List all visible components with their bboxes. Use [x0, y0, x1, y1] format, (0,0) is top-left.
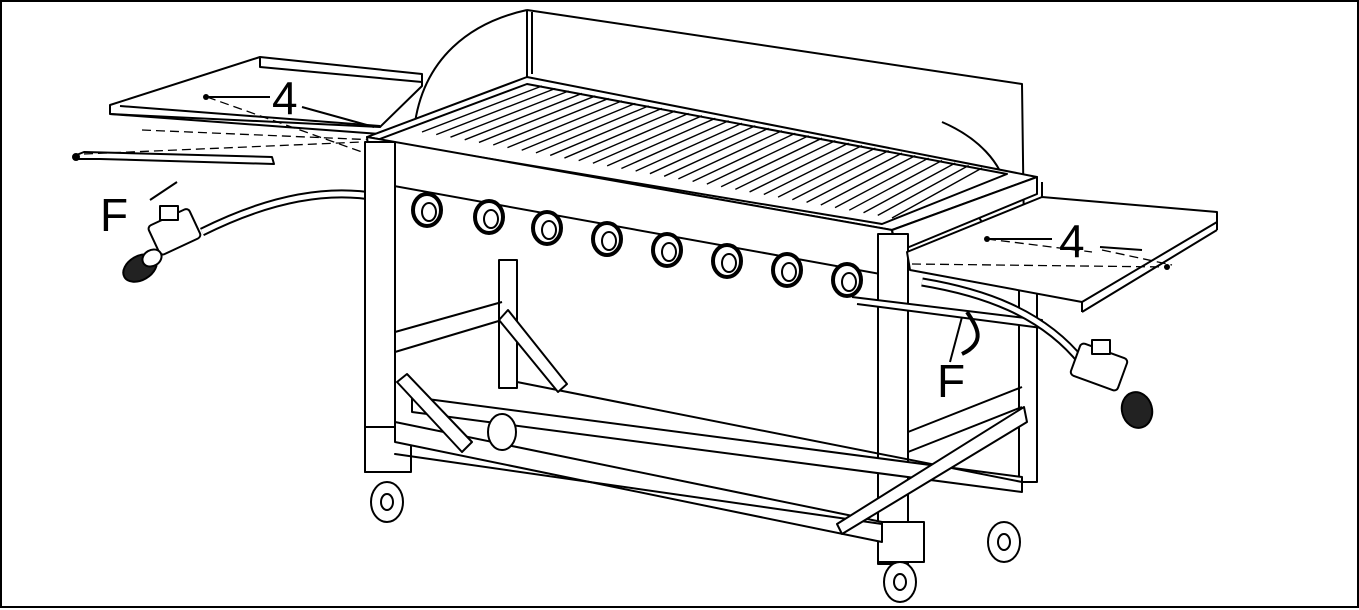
right-side-shelf [906, 182, 1218, 313]
callout-right-shelf: 4 [1059, 215, 1085, 267]
grate-bar [706, 135, 809, 185]
cart-frame [364, 141, 1038, 565]
grate-bar [578, 112, 689, 162]
grate-bar [635, 122, 743, 172]
left-side-shelf [109, 56, 423, 135]
grate-bar [663, 127, 769, 177]
left-assembly-lines [83, 96, 378, 155]
grate-bar [606, 117, 716, 167]
cart-braces [396, 309, 1028, 535]
control-knob [411, 192, 443, 228]
control-knobs [411, 192, 863, 298]
grate-bar [791, 149, 889, 201]
left-hook-part [72, 151, 275, 165]
grate-bar [720, 137, 823, 188]
grate-bar [820, 154, 916, 206]
grate-bar [621, 120, 729, 170]
callout-left-hook: F [100, 189, 129, 241]
grate-bar [507, 100, 623, 149]
grate-bar [877, 164, 970, 217]
control-knob [831, 262, 863, 298]
left-regulator [122, 205, 202, 283]
grate-bar [535, 105, 649, 154]
grate-bar [678, 130, 783, 180]
control-knob [711, 243, 743, 279]
grate-bar [464, 92, 583, 141]
callout-left-shelf: 4 [272, 72, 298, 124]
grate-bar [492, 97, 609, 146]
grate-bar [521, 102, 636, 151]
grate-bar [564, 110, 676, 159]
callout-leaders [149, 96, 1143, 363]
grate-bar [549, 107, 663, 157]
grate-bar [891, 167, 983, 219]
cooking-grate [421, 85, 983, 219]
control-knob [651, 232, 683, 268]
grate-bar [478, 95, 596, 144]
grate-bar [848, 159, 943, 211]
grate-bar [806, 152, 903, 203]
grate-bar [777, 147, 876, 198]
grate-bar [692, 132, 796, 183]
caster-wheels [370, 413, 1021, 603]
grate-bar [450, 90, 569, 138]
control-knob [531, 210, 563, 246]
right-regulator [1069, 339, 1154, 429]
grate-bar [649, 125, 756, 175]
control-knob [771, 252, 803, 288]
grate-bar [834, 157, 929, 209]
control-knob [591, 221, 623, 257]
grate-bar [421, 85, 543, 133]
grate-bar [435, 87, 556, 136]
grate-bar [763, 145, 863, 196]
grate-bar [863, 162, 956, 214]
control-knob [473, 199, 505, 235]
right-gas-hose [921, 277, 1086, 365]
right-assembly-lines [911, 238, 1173, 268]
callout-right-hook: F [937, 355, 966, 407]
left-gas-hose [199, 189, 378, 237]
grate-bar [592, 115, 703, 164]
grate-bar [735, 140, 836, 190]
grate-bar [749, 142, 849, 193]
